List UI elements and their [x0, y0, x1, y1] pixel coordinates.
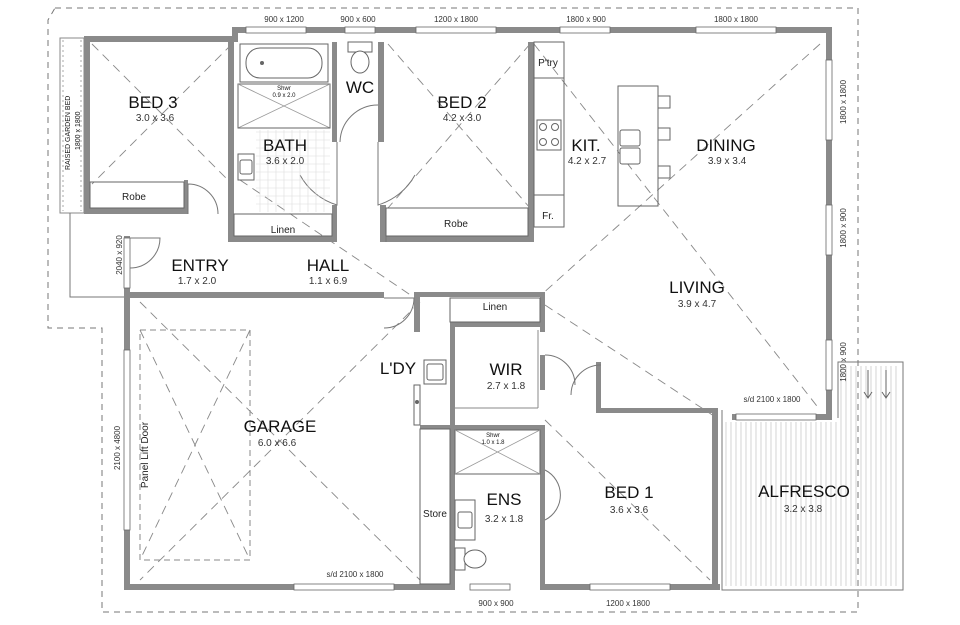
- ensuite-vanity: [454, 499, 476, 541]
- room-name-bath: BATH: [263, 136, 307, 155]
- bathtub: [239, 43, 329, 83]
- site-boundary: [47, 7, 859, 613]
- room-dims-dining: 3.9 x 3.4: [708, 156, 747, 167]
- room-dims-bed2: 4.2 x 3.0: [443, 113, 482, 124]
- room-dims-living: 3.9 x 4.7: [678, 299, 717, 310]
- bed3-robe: [89, 181, 185, 209]
- store-cupboard: [419, 428, 451, 585]
- bath-linen: [233, 213, 333, 237]
- bath-shower: [237, 83, 331, 129]
- window-label-top-4: 1800 x 900: [566, 15, 606, 24]
- garden-bed-label: RAISED GARDEN BED: [65, 96, 72, 170]
- window-label-right-1: 1800 x 1800: [839, 79, 848, 124]
- bath-shower-label: Shwr: [277, 86, 291, 92]
- ensuite-toilet: [454, 547, 487, 571]
- alfresco-decking: [725, 366, 897, 586]
- window-label-bottom-1: 900 x 900: [478, 599, 514, 608]
- room-dims-ensuite: 3.2 x 1.8: [485, 514, 524, 525]
- garden-bed-dims: 1800 x 1800: [75, 111, 82, 150]
- doors: [129, 104, 602, 521]
- window-label-top-2: 900 x 600: [340, 15, 376, 24]
- store-label: Store: [423, 509, 447, 520]
- room-name-entry: ENTRY: [171, 256, 228, 275]
- window-label-entry: 2040 x 920: [115, 235, 124, 275]
- room-name-alfresco: ALFRESCO: [758, 482, 850, 501]
- window-label-right-2: 1800 x 900: [839, 208, 848, 248]
- hall-linen: [449, 297, 541, 323]
- room-name-bed2: BED 2: [437, 93, 486, 112]
- sd-garage-label: s/d 2100 x 1800: [327, 570, 384, 579]
- bed2-robe-label: Robe: [444, 219, 468, 230]
- windows: [123, 26, 833, 591]
- entry-porch: [69, 213, 128, 298]
- kitchen-bench: [533, 41, 565, 228]
- alfresco-arrows: [863, 370, 891, 399]
- alfresco-outline: [721, 361, 904, 591]
- window-label-top-3: 1200 x 1800: [434, 15, 479, 24]
- panel-lift-door-label: Panel Lift Door: [140, 421, 151, 488]
- room-dims-bath: 3.6 x 2.0: [266, 156, 305, 167]
- room-name-garage: GARAGE: [244, 417, 317, 436]
- window-label-top-5: 1800 x 1800: [714, 15, 759, 24]
- pantry-label: P'try: [538, 58, 558, 69]
- window-label-right-3: 1800 x 900: [839, 342, 848, 382]
- room-dims-alfresco: 3.2 x 3.8: [784, 504, 823, 515]
- window-label-bottom-2: 1200 x 1800: [606, 599, 651, 608]
- room-name-living: LIVING: [669, 278, 725, 297]
- room-dims-entry: 1.7 x 2.0: [178, 276, 217, 287]
- room-dims-bed3: 3.0 x 3.6: [136, 113, 175, 124]
- window-label-top-1: 900 x 1200: [264, 15, 304, 24]
- room-name-ensuite: ENS: [487, 490, 522, 509]
- bath-linen-label: Linen: [271, 225, 295, 236]
- room-dims-hall: 1.1 x 6.9: [309, 276, 348, 287]
- ens-shower-dims: 1.0 x 1.8: [481, 440, 505, 446]
- ens-shower-label: Shwr: [486, 433, 500, 439]
- room-name-bed1: BED 1: [604, 483, 653, 502]
- bath-tile-grid: [256, 130, 330, 212]
- room-dims-garage: 6.0 x 6.6: [258, 438, 297, 449]
- bath-shower-dims: 0.9 x 2.0: [272, 93, 296, 99]
- room-dims-kitchen: 4.2 x 2.7: [568, 156, 607, 167]
- fridge-label: Fr.: [542, 211, 554, 222]
- room-dims-wir: 2.7 x 1.8: [487, 381, 526, 392]
- room-name-bed3: BED 3: [128, 93, 177, 112]
- room-name-laundry: L'DY: [380, 359, 416, 378]
- room-name-hall: HALL: [307, 256, 350, 275]
- room-name-wc: WC: [346, 78, 374, 97]
- bed2-robe: [385, 207, 529, 237]
- bed3-robe-label: Robe: [122, 192, 146, 203]
- room-dims-bed1: 3.6 x 3.6: [610, 505, 649, 516]
- garage-car-space: [139, 329, 251, 561]
- hall-linen-label: Linen: [483, 302, 507, 313]
- wc-toilet: [347, 41, 373, 74]
- room-name-wir: WIR: [489, 360, 522, 379]
- raised-garden-bed: [59, 37, 85, 214]
- sd-living-label: s/d 2100 x 1800: [744, 395, 801, 404]
- room-name-dining: DINING: [696, 136, 756, 155]
- room-name-kitchen: KIT.: [571, 136, 600, 155]
- ensuite-shower: [454, 429, 541, 475]
- garage-door-label: 2100 x 4800: [113, 425, 122, 470]
- kitchen-island: [617, 85, 671, 207]
- laundry-tub: [413, 359, 447, 426]
